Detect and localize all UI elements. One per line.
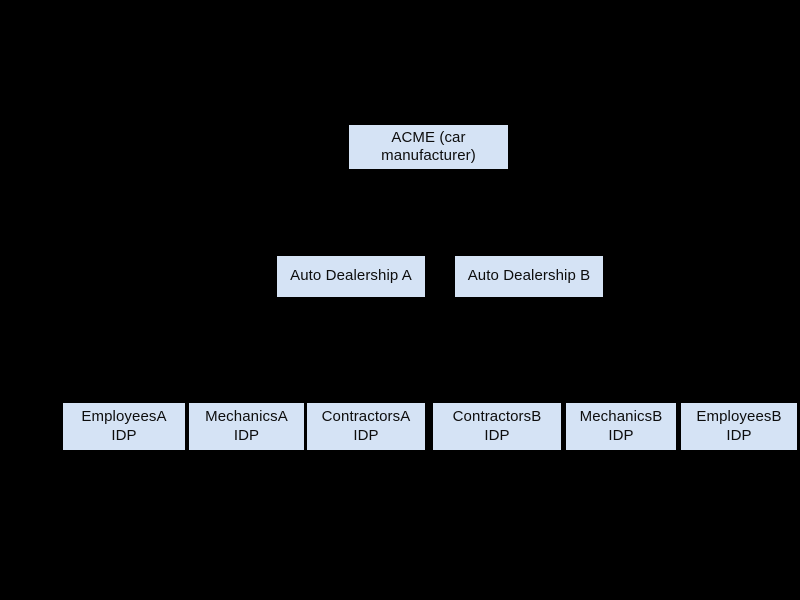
node-contractorsa-idp[interactable]: ContractorsA IDP [307, 403, 425, 450]
node-auto-dealership-a[interactable]: Auto Dealership A [277, 256, 425, 297]
node-mechanicsb-idp[interactable]: MechanicsB IDP [566, 403, 676, 450]
node-employeesb-idp[interactable]: EmployeesB IDP [681, 403, 797, 450]
node-acme[interactable]: ACME (car manufacturer) [349, 125, 508, 169]
node-employeesa-idp[interactable]: EmployeesA IDP [63, 403, 185, 450]
node-auto-dealership-b[interactable]: Auto Dealership B [455, 256, 603, 297]
node-mechanicsa-idp[interactable]: MechanicsA IDP [189, 403, 304, 450]
node-contractorsb-idp[interactable]: ContractorsB IDP [433, 403, 561, 450]
